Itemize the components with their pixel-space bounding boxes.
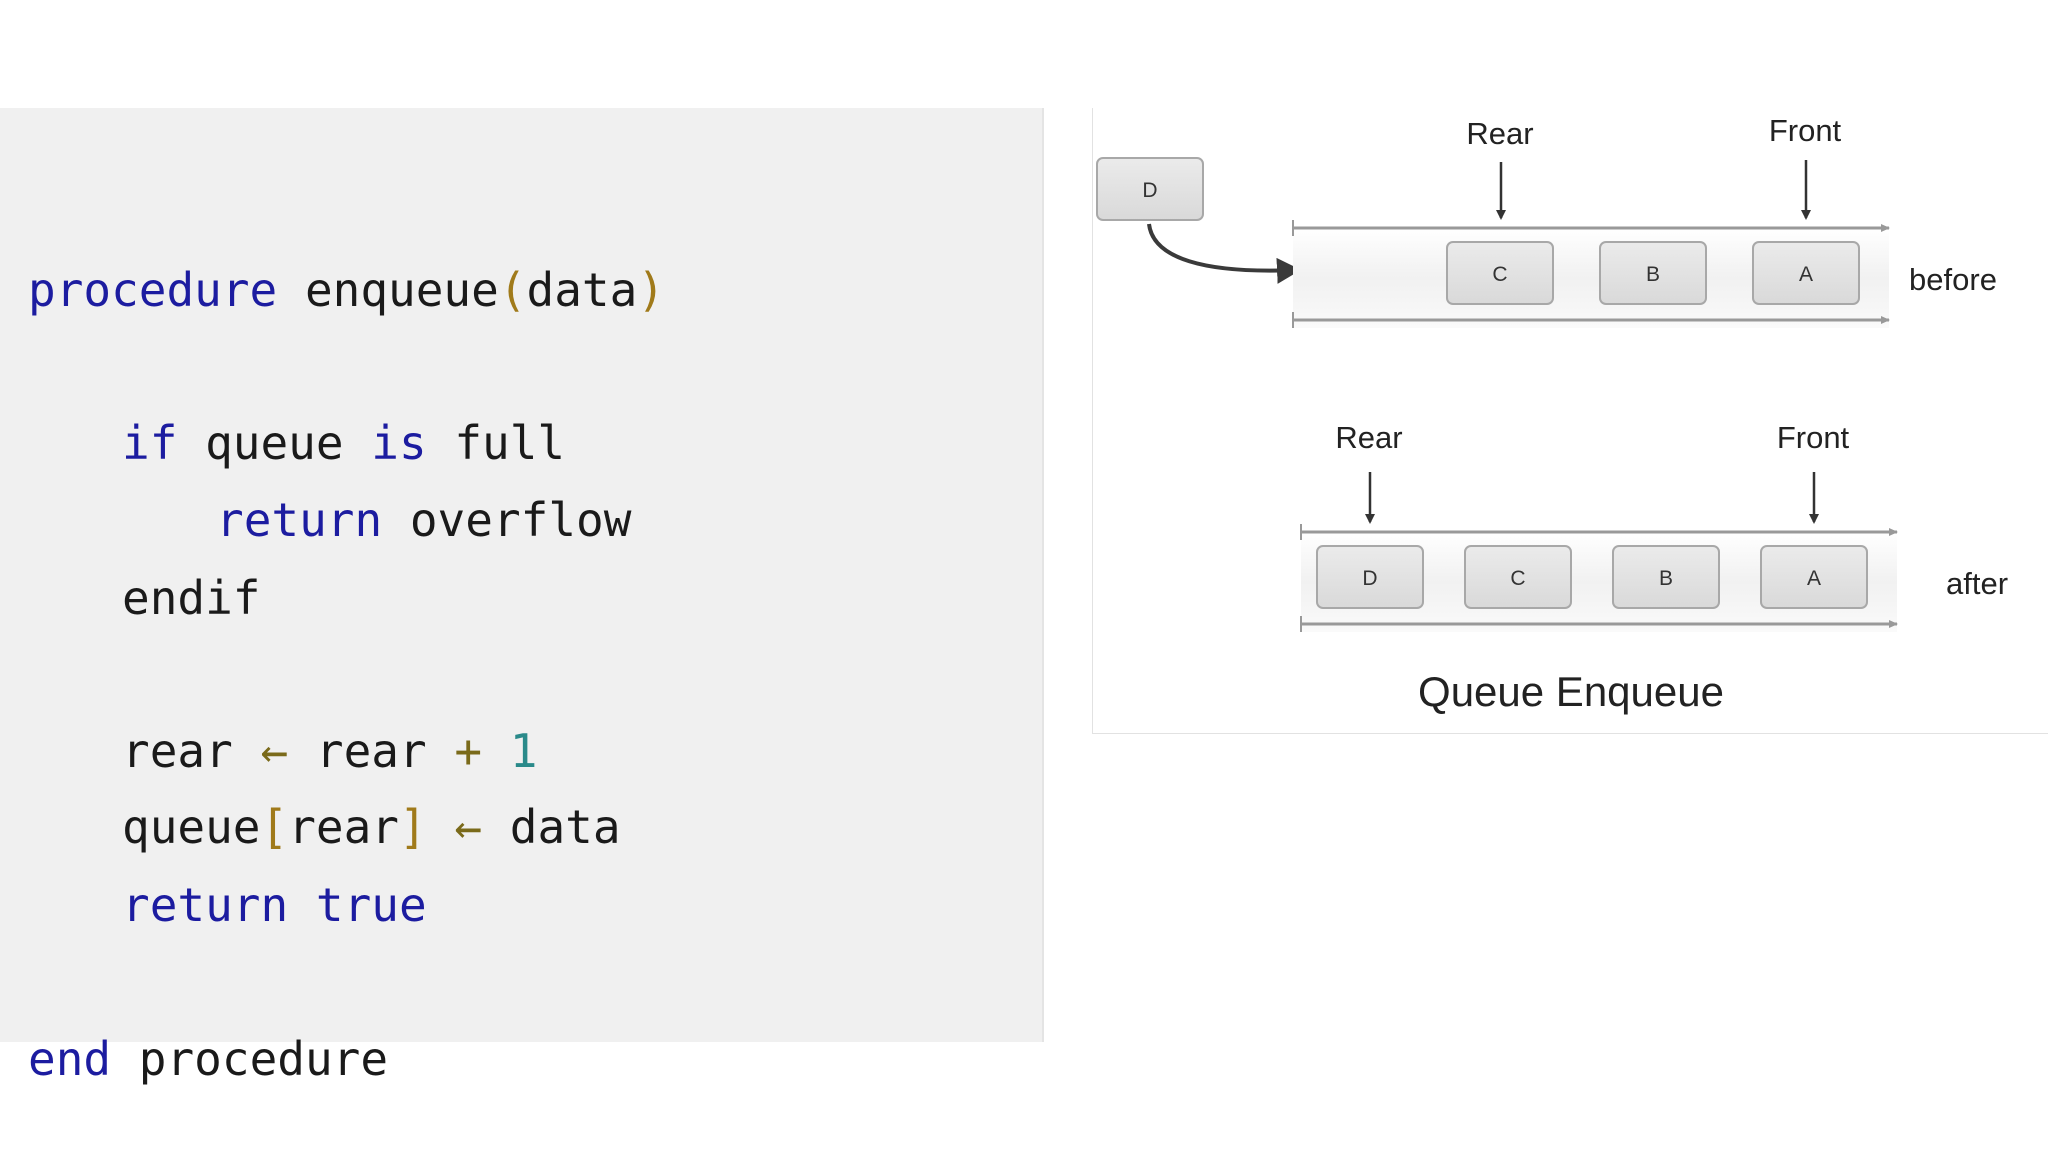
queue-item: A xyxy=(1760,545,1868,609)
queue-item: A xyxy=(1752,241,1860,305)
keyword-true: true xyxy=(315,878,427,932)
code-line-endif: endif xyxy=(28,568,260,628)
code-text-full: full xyxy=(426,416,566,470)
keyword-end: end xyxy=(28,1032,112,1086)
front-label: Front xyxy=(1777,420,1850,455)
code-text-rear: rear xyxy=(122,724,261,778)
queue-item-label: B xyxy=(1659,567,1673,590)
enqueue-arrow xyxy=(1147,223,1301,284)
keyword-if: if xyxy=(122,416,178,470)
code-line-if: if queue is full xyxy=(28,413,565,473)
rear-label: Rear xyxy=(1335,420,1402,455)
keyword-return: return xyxy=(216,493,383,547)
diagram-caption: Queue Enqueue xyxy=(1418,668,1724,715)
space xyxy=(482,724,510,778)
bracket-close: ] xyxy=(398,800,427,854)
code-text-rear: rear xyxy=(288,800,399,854)
code-text-procedure: procedure xyxy=(111,1032,389,1086)
queue-item-label: D xyxy=(1362,567,1377,590)
queue-diagram-panel: D C B A Rear Front xyxy=(1092,108,2048,734)
code-text-overflow: overflow xyxy=(382,493,632,547)
queue-item-label: A xyxy=(1807,567,1821,590)
code-line-return-true: return true xyxy=(28,875,427,935)
assign-arrow: ← xyxy=(454,800,483,854)
code-line-return-overflow: return overflow xyxy=(28,490,631,550)
queue-item-label: A xyxy=(1799,263,1813,286)
number-literal: 1 xyxy=(509,724,538,778)
plus-operator: + xyxy=(454,724,483,778)
keyword-return: return xyxy=(122,878,289,932)
state-label-after: after xyxy=(1946,566,2008,601)
queue-item: D xyxy=(1316,545,1424,609)
queue-item-label: C xyxy=(1510,567,1525,590)
paren-open: ( xyxy=(498,263,527,317)
param-data: data xyxy=(526,263,638,317)
code-line-rear-increment: rear ← rear + 1 xyxy=(28,721,537,781)
queue-enqueue-diagram: D C B A Rear Front xyxy=(1096,113,2008,715)
state-label-before: before xyxy=(1909,262,1997,297)
incoming-element: D xyxy=(1096,157,1204,221)
bracket-open: [ xyxy=(260,800,289,854)
paren-close: ) xyxy=(637,263,665,317)
assign-arrow: ← xyxy=(260,724,289,778)
code-text-rear: rear xyxy=(288,724,455,778)
rear-label: Rear xyxy=(1466,116,1533,151)
queue-before: C B A Rear Front before xyxy=(1292,113,1997,328)
queue-item: B xyxy=(1612,545,1720,609)
code-line-procedure: procedure enqueue(data) xyxy=(28,260,665,320)
space xyxy=(288,878,316,932)
code-line-end-procedure: end procedure xyxy=(28,1029,388,1089)
queue-item-label: B xyxy=(1646,263,1660,286)
queue-item: B xyxy=(1599,241,1707,305)
front-label: Front xyxy=(1769,113,1842,148)
incoming-element-label: D xyxy=(1142,179,1157,202)
queue-item-label: C xyxy=(1492,263,1507,286)
code-text-queue: queue xyxy=(177,416,372,470)
queue-item: C xyxy=(1446,241,1554,305)
code-text-data: data xyxy=(482,800,621,854)
queue-after: D C B A Rear Front after xyxy=(1300,420,2008,632)
keyword-procedure: procedure xyxy=(28,263,278,317)
pseudocode-panel: procedure enqueue(data) if queue is full… xyxy=(0,108,1044,1086)
code-text-endif: endif xyxy=(122,571,261,625)
procedure-name: enqueue xyxy=(277,263,499,317)
space xyxy=(427,800,455,854)
code-line-queue-assign: queue[rear] ← data xyxy=(28,797,621,857)
queue-item: C xyxy=(1464,545,1572,609)
code-text-queue: queue xyxy=(122,800,261,854)
keyword-is: is xyxy=(371,416,427,470)
